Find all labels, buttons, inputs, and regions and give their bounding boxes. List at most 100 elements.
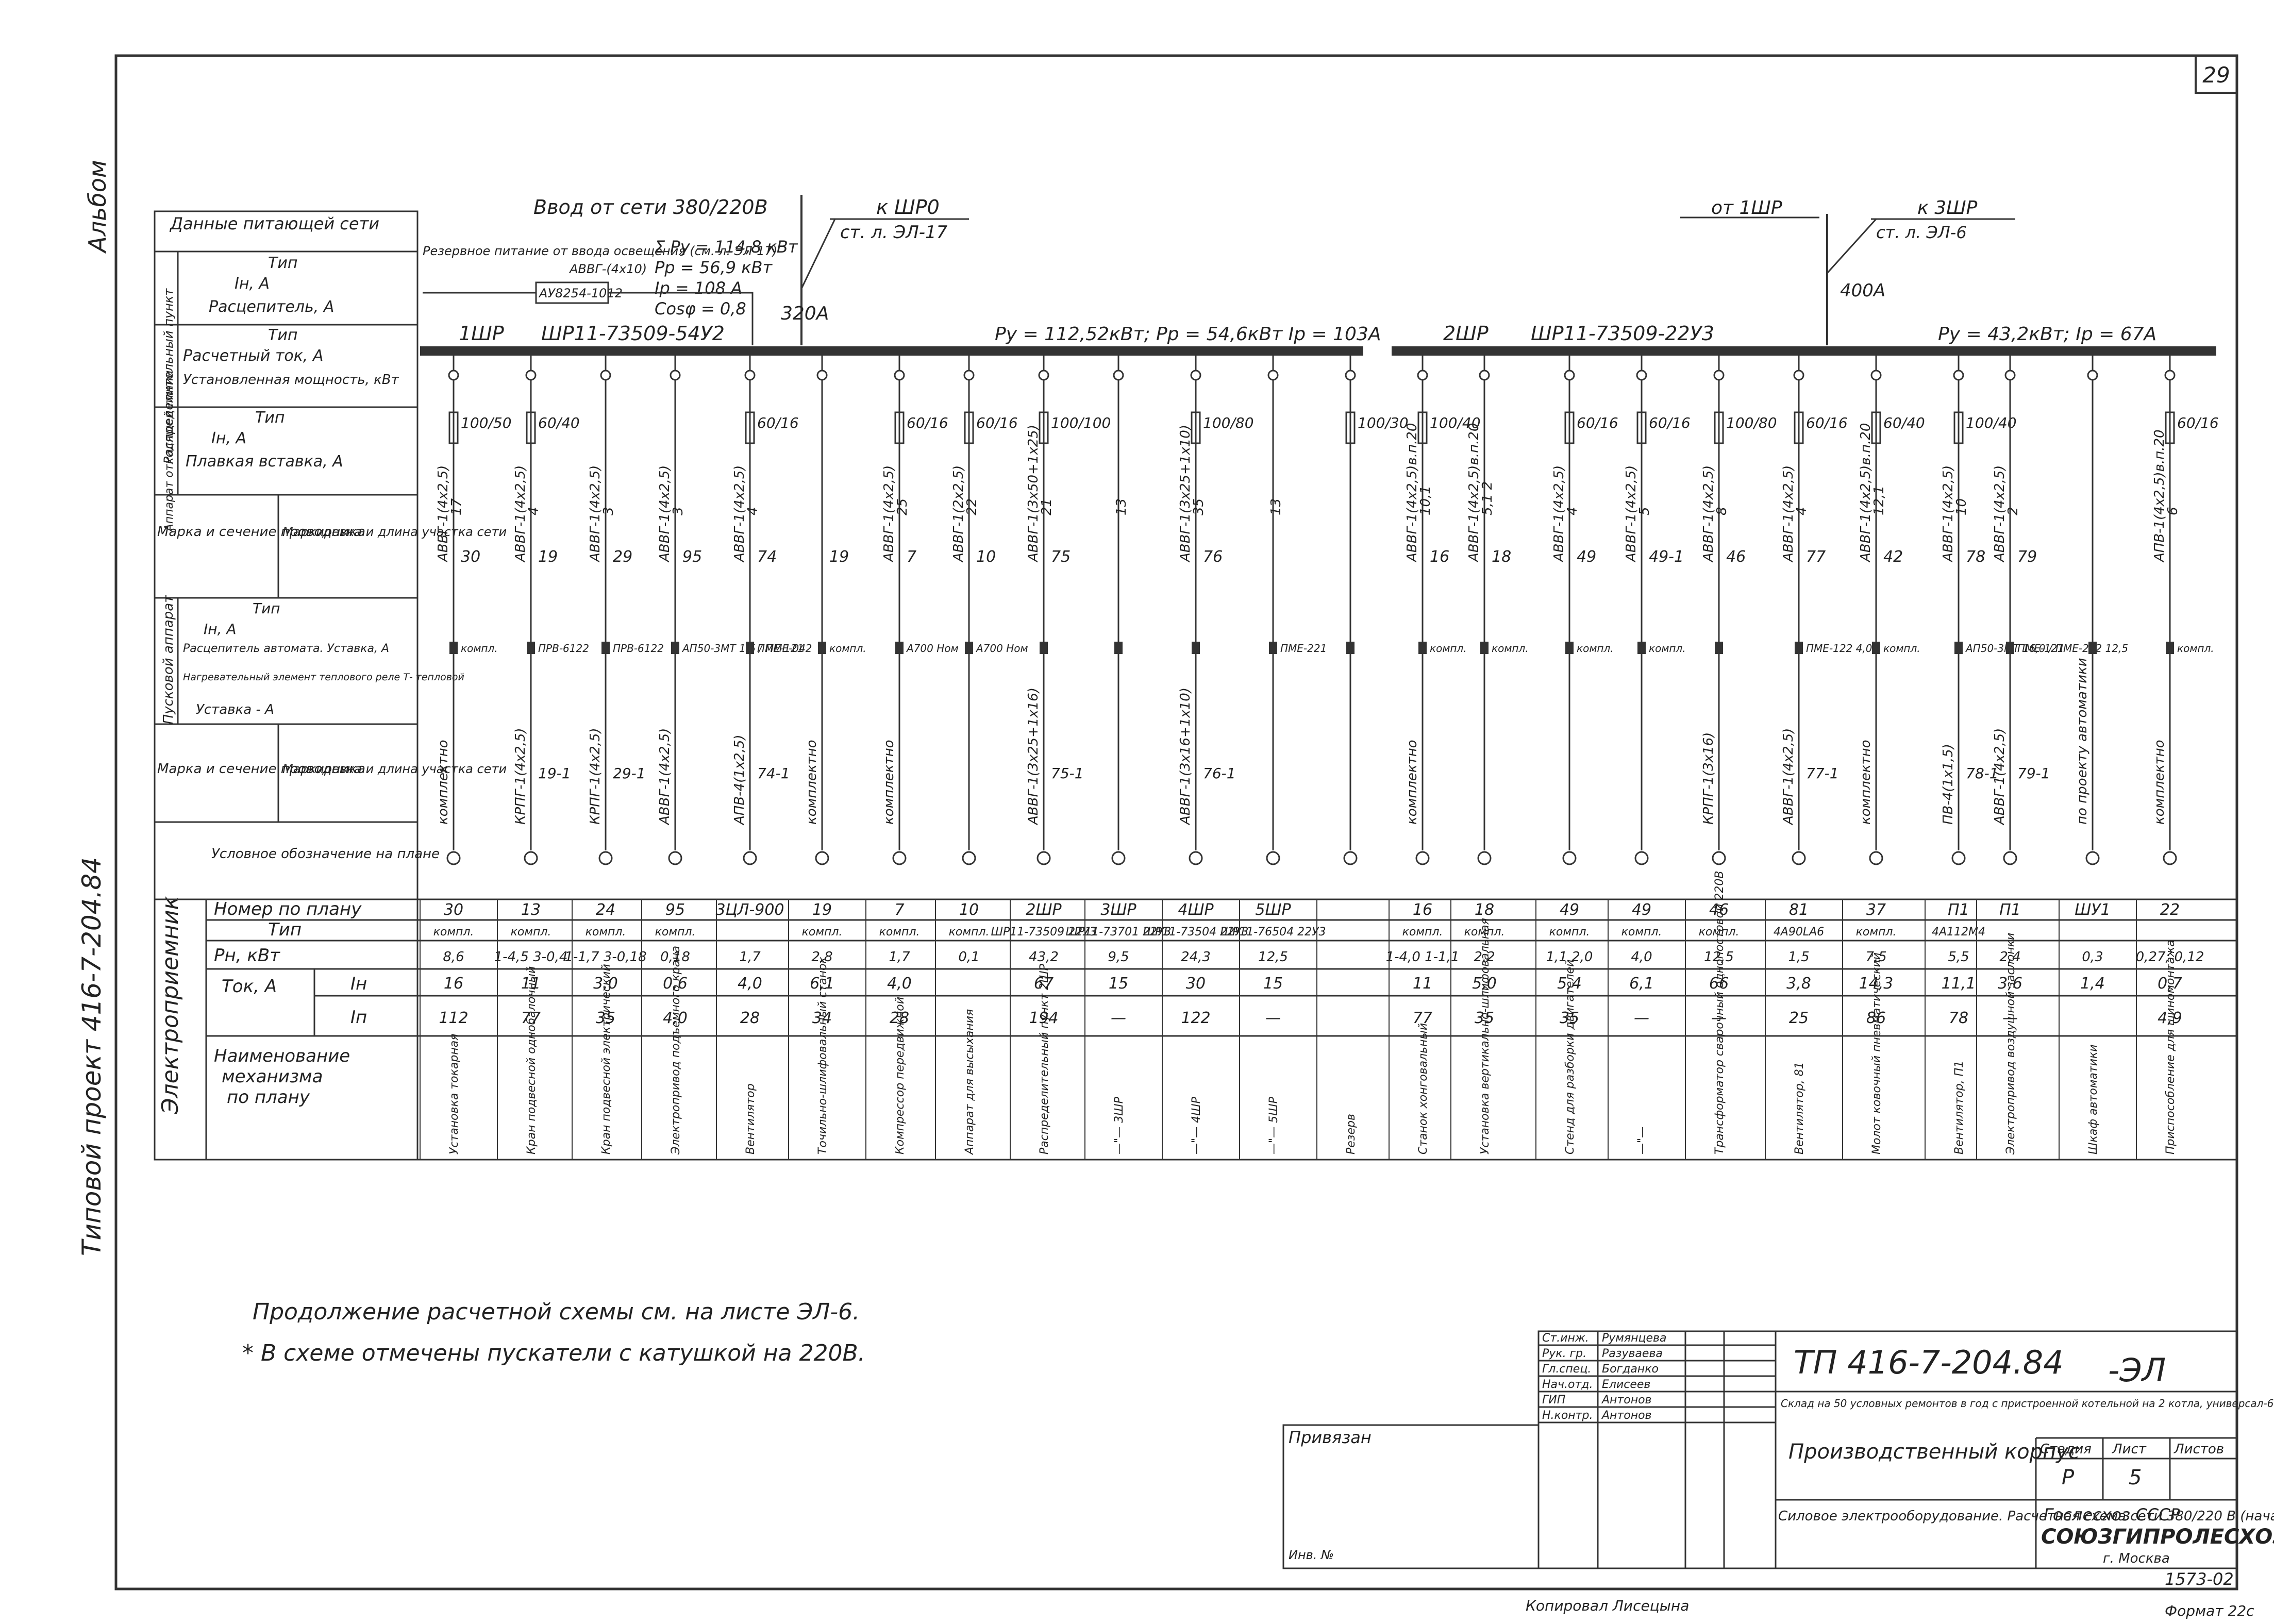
starter-symbol <box>1418 642 1427 654</box>
bus-tap <box>963 370 975 381</box>
start-current: 35 <box>1560 1009 1579 1027</box>
plan-number: 18 <box>1475 901 1494 919</box>
row-label-current: Ток, А <box>222 976 277 997</box>
starter-symbol <box>1114 642 1123 654</box>
project-side-label: Типовой проект 416-7-204.84 <box>77 857 107 1256</box>
mechanism-name: Установка вертикально-шлифовальная <box>1479 918 1492 1154</box>
fuse-rating: 100/40 <box>1430 414 1481 431</box>
rated-current: 6,1 <box>810 975 834 993</box>
mechanism-name: Точильно-шлифовальный станок <box>816 956 829 1154</box>
cable-length: 13 <box>1268 498 1284 515</box>
start-current: 194 <box>1029 1009 1058 1027</box>
bus-tap <box>1417 370 1428 381</box>
fuse-symbol <box>1714 411 1724 444</box>
start-current: — <box>1111 1009 1126 1027</box>
staff-role: Н.контр. <box>1542 1409 1593 1422</box>
staff-name: Богданко <box>1602 1363 1659 1376</box>
rated-power: 1-4,0 1-1,1 <box>1386 949 1460 965</box>
archive-number: 1573-02 <box>2165 1569 2234 1589</box>
rated-power: 1-4,5 3-0,4 <box>494 949 568 965</box>
bus-tap <box>816 370 828 381</box>
plan-number: 10 <box>959 901 979 919</box>
start-current: 35 <box>1475 1009 1494 1027</box>
fuse-rating: 60/16 <box>1577 414 1618 431</box>
fuse-symbol <box>1636 411 1647 444</box>
starter-symbol <box>1795 642 1803 654</box>
to-shr0-ref: ст. л. ЭЛ-17 <box>840 222 948 243</box>
cable-label: АВВГ-1(4х2,5)в.п.20 <box>1858 423 1874 563</box>
cable-label: АВВГ-1(4х2,5) <box>436 465 451 563</box>
receiver-symbol <box>1415 851 1430 865</box>
starter-symbol <box>1192 642 1200 654</box>
fuse-rating: 100/30 <box>1358 414 1409 431</box>
tb-sheet-code: -ЭЛ <box>2108 1351 2166 1389</box>
receiver-symbol <box>1712 851 1726 865</box>
starter-label: ПМЕ-122 4,0 <box>1806 642 1872 655</box>
bus-tap <box>744 370 756 381</box>
rated-power: 0,1 <box>958 949 979 965</box>
fuse-symbol <box>1039 411 1049 444</box>
staff-name: Разуваева <box>1602 1347 1663 1360</box>
segment-mark: 75 <box>1051 548 1071 566</box>
tb-inv: Инв. № <box>1289 1548 1334 1562</box>
receiver-symbol <box>1951 851 1966 865</box>
start-current: 122 <box>1181 1009 1210 1027</box>
receiver-type: 4А112М4 <box>1932 926 1985 939</box>
bus-tap <box>670 370 681 381</box>
left-label-10: Плавкая вставка, А <box>186 453 343 471</box>
staff-name: Елисеев <box>1602 1378 1650 1391</box>
receiver-type: компл. <box>1549 926 1590 939</box>
receiver-symbol <box>1111 851 1126 865</box>
mechanism-name: —"— <box>1636 1127 1649 1154</box>
rated-power: 1-1,7 3-0,18 <box>564 949 646 965</box>
cable2-label: КРПГ-1(3х16) <box>1701 732 1716 825</box>
segment-mark: 49-1 <box>1649 548 1684 566</box>
bus-tap <box>1190 370 1201 381</box>
receiver-type: компл. <box>1464 926 1505 939</box>
fuse-rating: 60/16 <box>2177 414 2219 431</box>
segment-mark2: 76-1 <box>1203 765 1236 782</box>
segment-mark: 18 <box>1492 548 1511 566</box>
circuit-column: АВВГ-1(4х2,5)279ПМЕ-121АВВГ-1(4х2,5)79-1… <box>1976 356 2064 1160</box>
starter-label: ПРВ-6122 <box>538 642 589 655</box>
album-label: Альбом <box>83 160 111 254</box>
fuse-symbol <box>1417 411 1428 444</box>
cable-length: 5,1 2 <box>1480 481 1495 515</box>
cable-length: 6 <box>2165 507 2181 515</box>
bus-tap <box>1564 370 1575 381</box>
cable2-label: АВВГ-1(3х25+1х16) <box>1026 688 1041 826</box>
starter-label: компл. <box>2177 642 2214 655</box>
starter-label: компл. <box>829 642 866 655</box>
receiver-symbol <box>1869 851 1883 865</box>
fuse-rating: 60/40 <box>538 414 580 431</box>
input-calc-4: Cosφ = 0,8 <box>655 299 746 319</box>
tb-sheet-label: Лист <box>2112 1442 2147 1457</box>
plan-number: 5ШР <box>1255 901 1291 919</box>
plan-number: 81 <box>1789 901 1809 919</box>
plan-number: П1 <box>1999 901 2021 919</box>
format-label: Формат 22с <box>2165 1602 2254 1619</box>
starter-symbol <box>746 642 754 654</box>
cable-label: АВВГ-1(4х2,5)в.п.20 <box>1404 423 1420 563</box>
cable-label: АВВГ-1(3х25+1х10) <box>1178 425 1193 563</box>
receiver-type: компл. <box>1402 926 1443 939</box>
rated-current: 14,3 <box>1859 975 1894 993</box>
rated-power: 1,7 <box>739 949 761 965</box>
start-current: 112 <box>439 1009 468 1027</box>
plan-number: 37 <box>1866 901 1886 919</box>
board2-from: от 1ШР <box>1711 197 1782 219</box>
starter-symbol <box>1346 642 1355 654</box>
bus-tap <box>1870 370 1882 381</box>
cable2-label: АВВГ-1(4х2,5) <box>657 728 673 826</box>
board2-breaker: 400А <box>1840 280 1885 301</box>
mechanism-name: —"— 3ШР <box>1113 1096 1126 1154</box>
starter-symbol <box>1954 642 1963 654</box>
starter-symbol <box>1269 642 1277 654</box>
receiver-symbol <box>446 851 461 865</box>
start-current: 35 <box>596 1009 615 1027</box>
cable-length: 3 <box>601 507 616 515</box>
tb-stage-label: Стадия <box>2040 1442 2092 1457</box>
cable-length: 22 <box>964 498 980 515</box>
